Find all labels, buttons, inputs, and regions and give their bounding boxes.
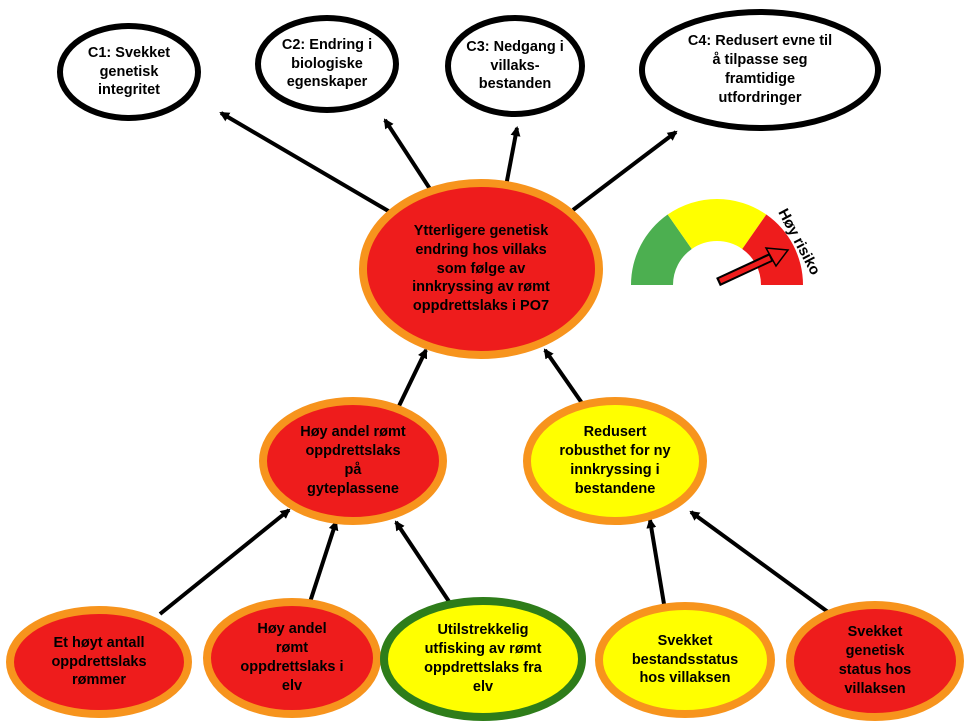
arrow-central-to-c2 xyxy=(383,118,434,194)
consequence-c3-ellipse xyxy=(445,15,585,117)
cause-b1-ellipse xyxy=(6,606,192,718)
cause-b3-ellipse xyxy=(380,597,586,721)
gauge-segment-moderate xyxy=(667,198,767,249)
middle-m2-ellipse xyxy=(523,397,707,525)
arrow-m2-to-central xyxy=(543,348,586,408)
gauge-needle-head xyxy=(764,247,790,268)
arrow-central-to-c3 xyxy=(504,126,521,187)
middle-m1-ellipse xyxy=(259,397,447,525)
gauge-needle xyxy=(718,255,772,284)
cause-b5-ellipse xyxy=(786,601,964,721)
consequence-c4-ellipse xyxy=(639,9,881,131)
cause-b4-ellipse xyxy=(595,602,775,718)
consequence-c2-ellipse xyxy=(255,15,399,113)
nodes-layer xyxy=(6,9,964,721)
arrow-b4-to-m2 xyxy=(646,518,666,605)
risk-gauge: Høy risiko xyxy=(631,198,824,287)
consequence-c1-ellipse xyxy=(57,23,201,121)
arrow-b2-to-m1 xyxy=(308,520,339,603)
central-event-ellipse xyxy=(359,179,603,359)
cause-b2-ellipse xyxy=(203,598,381,718)
arrow-central-to-c1 xyxy=(219,111,392,214)
arrow-b1-to-m1 xyxy=(158,508,291,616)
arrows-layer xyxy=(158,111,830,616)
arrow-b3-to-m1 xyxy=(394,520,452,605)
arrow-central-to-c4 xyxy=(571,130,678,212)
arrow-b5-to-m2 xyxy=(689,510,830,614)
gauge-segment-low xyxy=(631,214,692,285)
arrow-m1-to-central xyxy=(396,348,428,409)
